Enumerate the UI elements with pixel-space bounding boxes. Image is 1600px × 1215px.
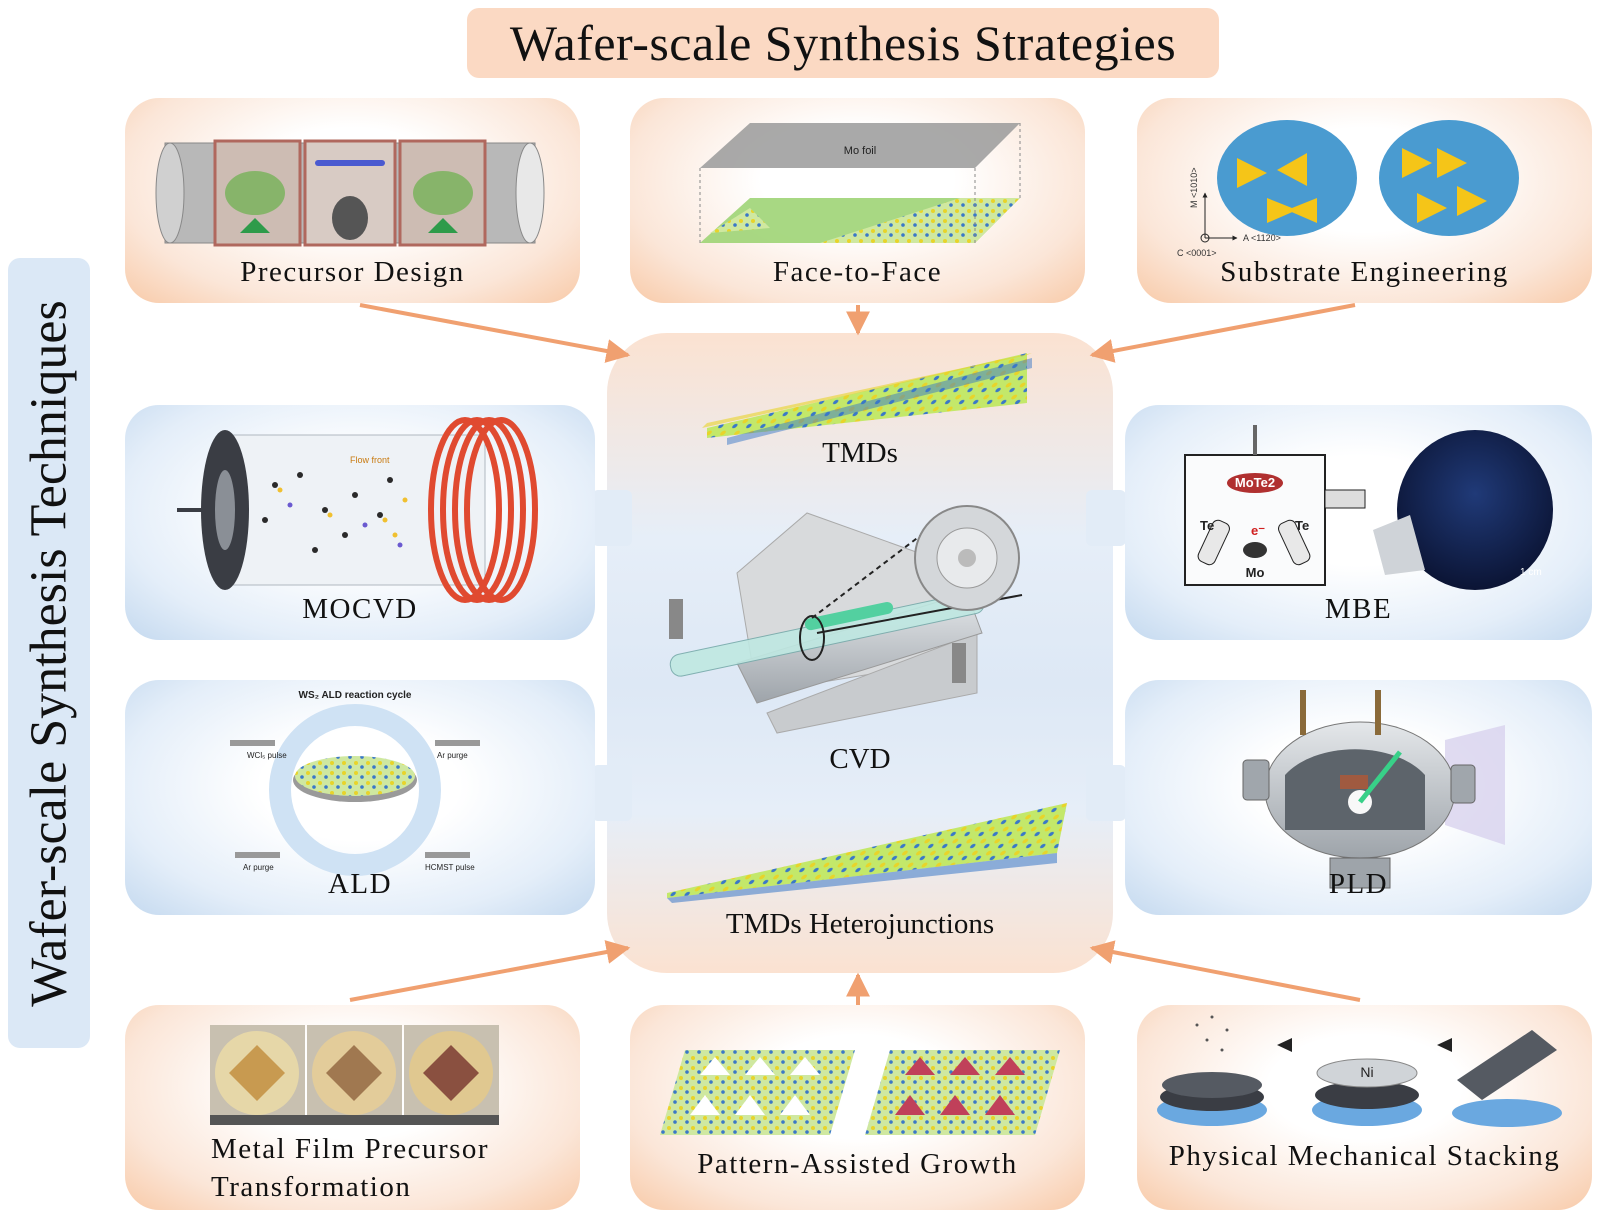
metal-film-label-line1: Metal Film Precursor — [211, 1133, 490, 1165]
mbe-te-right: Te — [1295, 518, 1309, 533]
ald-step-3: HCMST pulse — [425, 863, 475, 872]
face-to-face-label: Face-to-Face — [772, 256, 943, 288]
mbe-electron-text: e⁻ — [1251, 523, 1265, 538]
flow-front-text: Flow front — [350, 455, 390, 465]
page-title: Wafer-scale Synthesis Strategies — [509, 15, 1177, 71]
pld-panel: PLD — [1125, 680, 1592, 915]
cvd-furnace-illustration — [669, 505, 1023, 734]
mbe-mo-text: Mo — [1246, 565, 1265, 580]
metal-film-label-line2: Transformation — [211, 1171, 412, 1203]
mbe-source-text: MoTe2 — [1235, 475, 1275, 490]
center-panel: TMDs CVD TMDs Heterojunctions — [607, 333, 1113, 973]
side-title-banner: Wafer-scale Synthesis Techniques — [8, 258, 90, 1048]
physical-stacking-label: Physical Mechanical Stacking — [1168, 1140, 1561, 1172]
mocvd-art: Flow front — [177, 417, 538, 603]
substrate-engineering-art: M <1010> A <1120> C <0001> — [1177, 120, 1519, 258]
title-banner: Wafer-scale Synthesis Strategies — [467, 8, 1219, 78]
ni-text: Ni — [1360, 1064, 1373, 1080]
face-to-face-art: Mo foil — [699, 123, 1021, 243]
ald-cycle-title: WS₂ ALD reaction cycle — [299, 690, 412, 701]
face-to-face-panel: Mo foil Face-to-Face — [630, 98, 1085, 303]
pld-label: PLD — [1328, 868, 1389, 900]
heterojunctions-label: TMDs Heterojunctions — [725, 908, 995, 940]
physical-stacking-panel: Ni Physical Mechanical Stacking — [1137, 1005, 1592, 1210]
tmds-lattice — [707, 353, 1027, 438]
ald-panel: WS₂ ALD reaction cycle WCl₅ pulse Ar pur… — [125, 680, 595, 915]
heterojunction-lattice — [667, 803, 1067, 898]
ald-step-1: WCl₅ pulse — [247, 751, 287, 760]
mocvd-label: MOCVD — [302, 593, 418, 625]
mbe-label: MBE — [1324, 593, 1393, 625]
axis-m-text: M <1010> — [1189, 167, 1199, 208]
mbe-art: MoTe2 Te Te e⁻ Mo 1 cm — [1184, 425, 1553, 590]
mbe-te-left: Te — [1200, 518, 1214, 533]
tmds-label: TMDs — [822, 437, 898, 469]
ald-step-2: Ar purge — [437, 751, 468, 760]
mbe-panel: MoTe2 Te Te e⁻ Mo 1 cm MBE — [1125, 405, 1592, 640]
mbe-scale-text: 1 cm — [1520, 567, 1542, 578]
axis-c-text: C <0001> — [1177, 248, 1217, 258]
pld-art — [1242, 690, 1505, 889]
physical-stacking-art: Ni — [1157, 1015, 1562, 1127]
substrate-engineering-label: Substrate Engineering — [1220, 256, 1509, 288]
mocvd-panel: Flow front MOCVD — [125, 405, 595, 640]
mo-foil-text: Mo foil — [844, 145, 876, 157]
ald-step-4: Ar purge — [243, 863, 274, 872]
ald-label: ALD — [327, 868, 393, 900]
pattern-assisted-label: Pattern-Assisted Growth — [697, 1148, 1018, 1180]
pattern-assisted-panel: Pattern-Assisted Growth — [630, 1005, 1085, 1210]
center-art — [667, 353, 1067, 903]
precursor-design-panel: Precursor Design — [125, 98, 580, 303]
metal-film-panel: Metal Film Precursor Transformation — [125, 1005, 580, 1210]
substrate-engineering-panel: M <1010> A <1120> C <0001> Substrate Eng… — [1137, 98, 1592, 303]
axis-a-text: A <1120> — [1243, 233, 1281, 243]
cvd-label: CVD — [829, 743, 891, 775]
metal-film-art — [210, 1025, 499, 1125]
pattern-assisted-art — [660, 1050, 1060, 1135]
precursor-design-label: Precursor Design — [240, 256, 465, 288]
precursor-design-art — [155, 139, 545, 247]
ald-art: WS₂ ALD reaction cycle WCl₅ pulse Ar pur… — [230, 690, 480, 876]
